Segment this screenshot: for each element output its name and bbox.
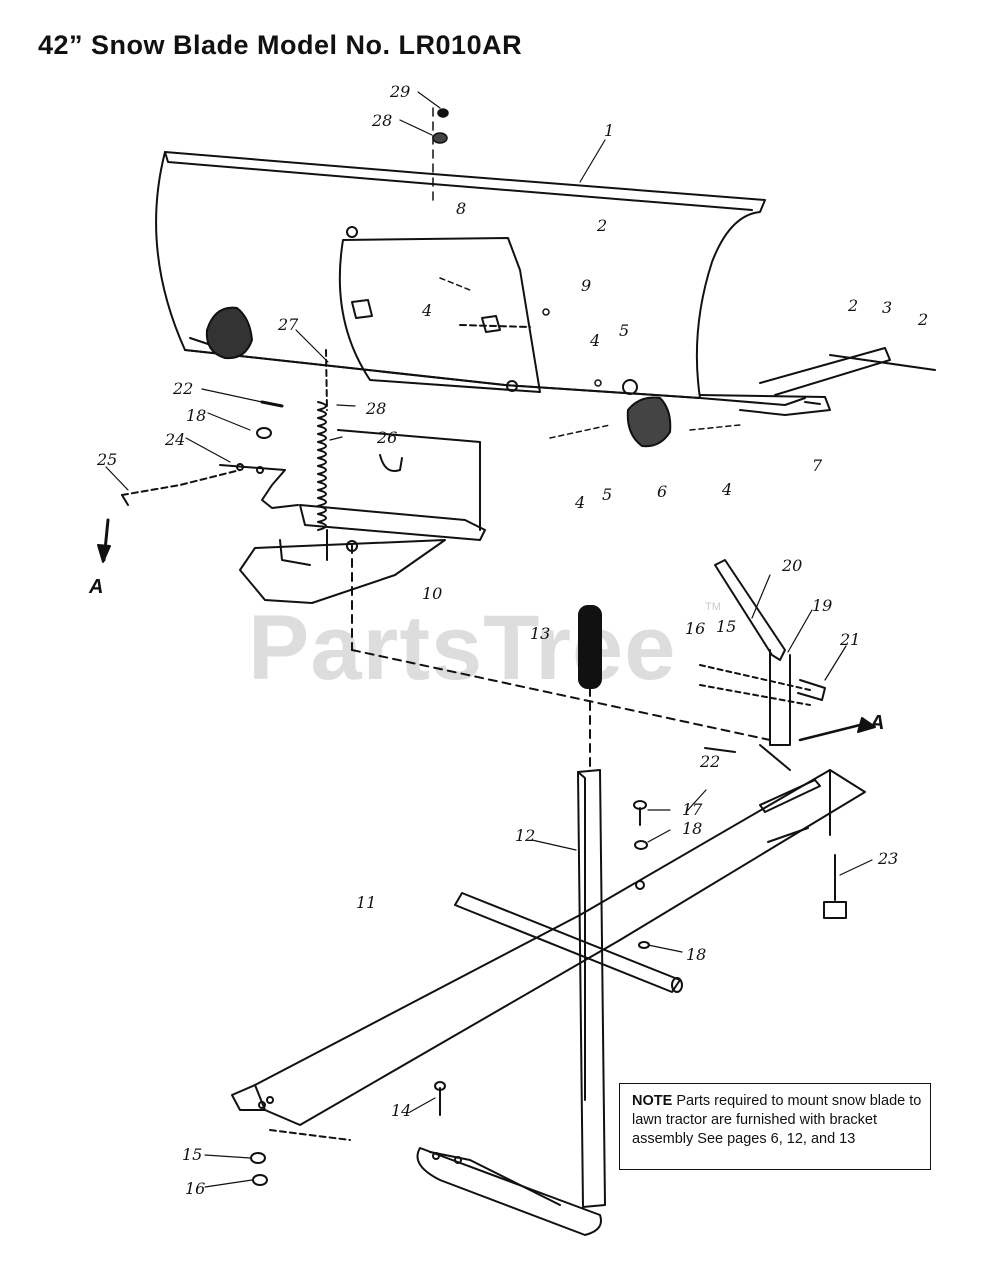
callout-4: 4 <box>589 331 600 350</box>
callout-8: 8 <box>456 199 466 218</box>
bottom-foot <box>416 1147 602 1236</box>
callout-leaders <box>105 91 873 1188</box>
callout-4: 4 <box>721 480 732 499</box>
blade-hardware <box>432 107 741 439</box>
right-frame-bar <box>579 769 866 941</box>
callout-14: 14 <box>391 1101 411 1120</box>
watermark-text: PartsTree <box>248 597 677 699</box>
page-title: 42” Snow Blade Model No. LR010AR <box>38 30 523 60</box>
callout-10: 10 <box>422 584 442 603</box>
callout-3: 3 <box>882 298 892 317</box>
callout-29: 29 <box>389 82 410 101</box>
callout-18: 18 <box>186 406 206 425</box>
reference-letter-a-right: A <box>869 712 884 734</box>
blade-hinge-right <box>622 379 672 448</box>
callout-7: 7 <box>812 456 823 475</box>
note-text: Parts required to mount snow blade to la… <box>632 1093 922 1147</box>
callout-19: 19 <box>812 596 832 615</box>
main-frame-bar <box>231 914 621 1126</box>
callout-22: 22 <box>172 379 193 398</box>
callout-labels: 29 28 1 8 2 9 4 4 5 2 3 2 27 22 28 18 26… <box>88 82 928 1198</box>
callout-20: 20 <box>781 556 802 575</box>
spring-assembly <box>317 349 328 561</box>
lift-lever <box>699 559 876 771</box>
blade-skid-bar <box>699 347 936 416</box>
callout-9: 9 <box>581 276 591 295</box>
callout-17: 17 <box>682 800 703 819</box>
callout-16: 16 <box>685 619 705 638</box>
bolt-hardware <box>250 800 847 1186</box>
callout-28: 28 <box>365 399 386 418</box>
callout-15: 15 <box>182 1145 202 1164</box>
callout-1: 1 <box>604 121 614 140</box>
callout-25: 25 <box>96 450 117 469</box>
callout-2: 2 <box>847 296 858 315</box>
snow-blade-part <box>155 151 806 406</box>
reference-letter-a-left: A <box>88 576 103 598</box>
handle-grip <box>578 605 602 769</box>
note-box: NOTE Parts required to mount snow blade … <box>619 1083 931 1170</box>
blade-hinge-left <box>189 306 253 360</box>
callout-15: 15 <box>716 617 736 636</box>
callout-2: 2 <box>596 216 607 235</box>
callout-5: 5 <box>619 321 629 340</box>
callout-24: 24 <box>164 430 185 449</box>
blade-back-plate <box>338 226 541 393</box>
upright-channel <box>577 769 606 1208</box>
callout-16: 16 <box>185 1179 205 1198</box>
cross-tube <box>454 892 683 993</box>
callout-2: 2 <box>917 310 928 329</box>
callout-23: 23 <box>877 849 898 868</box>
callout-6: 6 <box>657 482 667 501</box>
callout-22: 22 <box>699 752 720 771</box>
callout-18: 18 <box>682 819 702 838</box>
callout-13: 13 <box>530 624 550 643</box>
left-linkage <box>97 400 299 563</box>
watermark-trademark: TM <box>705 601 721 613</box>
callout-5: 5 <box>602 485 612 504</box>
callout-4: 4 <box>574 493 585 512</box>
callout-11: 11 <box>356 893 376 912</box>
callout-18: 18 <box>686 945 706 964</box>
callout-4: 4 <box>421 301 432 320</box>
callout-21: 21 <box>839 630 860 649</box>
callout-12: 12 <box>515 826 535 845</box>
note-heading: NOTE <box>632 1093 673 1109</box>
callout-27: 27 <box>277 315 299 334</box>
callout-28: 28 <box>371 111 392 130</box>
callout-26: 26 <box>376 428 397 447</box>
pivot-plate <box>239 429 771 741</box>
